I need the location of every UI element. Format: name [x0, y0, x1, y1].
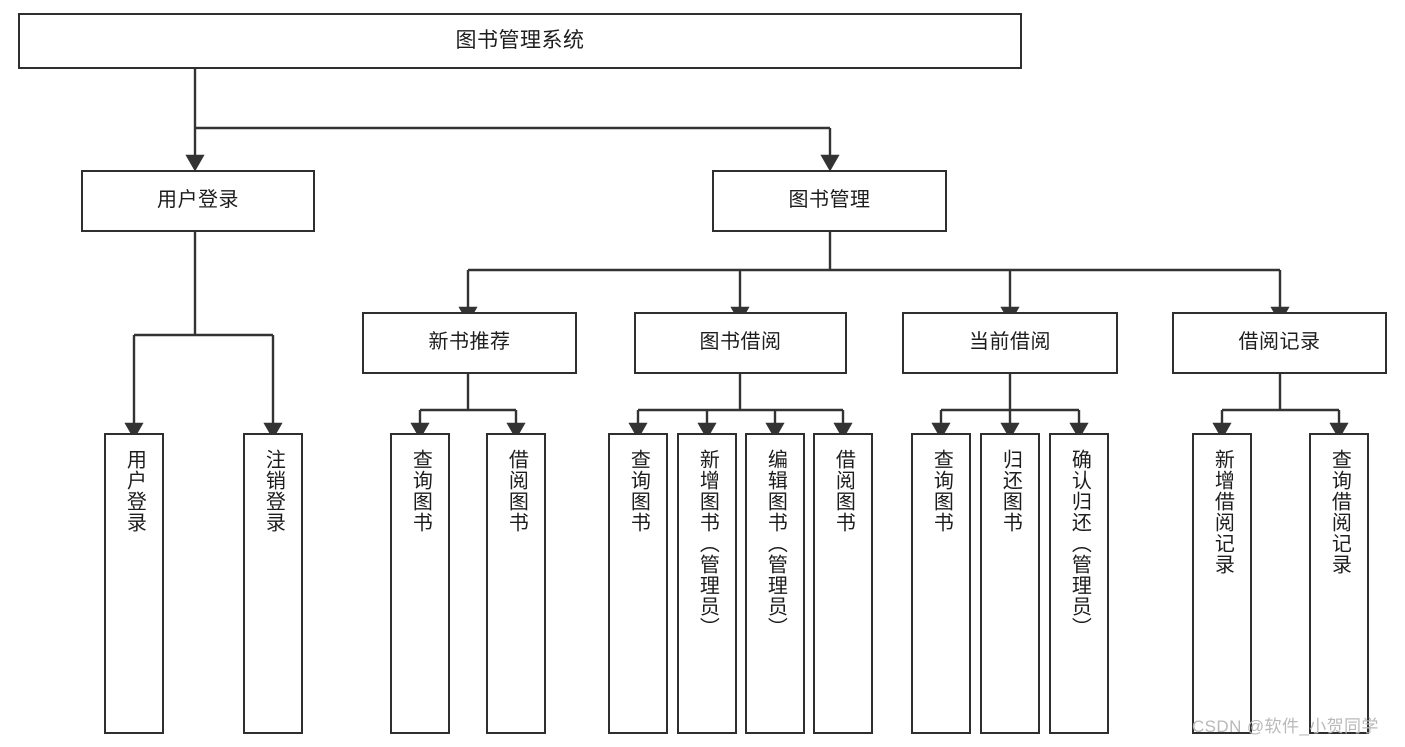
node-book-borrow[interactable]: 图书借阅 [634, 312, 847, 374]
leaf-book-borrow-query-label: 查询图书 [627, 449, 650, 533]
leaf-current-borrow-return[interactable]: 归还图书 [980, 433, 1040, 734]
leaf-book-borrow-borrow[interactable]: 借阅图书 [813, 433, 873, 734]
csdn-watermark: CSDN @软件_小贺同学 [1192, 717, 1379, 736]
leaf-new-book-borrow-label: 借阅图书 [505, 449, 528, 533]
leaf-book-borrow-edit[interactable]: 编辑图书（管理员） [745, 433, 805, 734]
node-borrow-record-label: 借阅记录 [1238, 331, 1321, 354]
node-current-borrow-label: 当前借阅 [969, 331, 1051, 354]
leaf-current-borrow-query-label: 查询图书 [930, 449, 953, 533]
leaf-borrow-record-query-label: 查询借阅记录 [1328, 449, 1351, 575]
node-book-borrow-label: 图书借阅 [699, 331, 782, 354]
node-book-management[interactable]: 图书管理 [712, 170, 947, 232]
node-user-login[interactable]: 用户登录 [81, 170, 315, 232]
leaf-current-borrow-return-label: 归还图书 [999, 449, 1022, 533]
node-root-label: 图书管理系统 [455, 28, 585, 52]
node-root[interactable]: 图书管理系统 [18, 13, 1022, 69]
node-borrow-record[interactable]: 借阅记录 [1172, 312, 1387, 374]
leaf-current-borrow-confirm-return-label: 确认归还（管理员） [1068, 449, 1091, 638]
node-new-book-recommend-label: 新书推荐 [428, 331, 511, 354]
leaf-book-borrow-borrow-label: 借阅图书 [832, 449, 855, 533]
leaf-user-login-login-label: 用户登录 [123, 449, 146, 533]
leaf-current-borrow-query[interactable]: 查询图书 [911, 433, 971, 734]
node-user-login-label: 用户登录 [157, 189, 239, 212]
node-current-borrow[interactable]: 当前借阅 [902, 312, 1118, 374]
leaf-borrow-record-add-label: 新增借阅记录 [1211, 449, 1234, 575]
leaf-borrow-record-query[interactable]: 查询借阅记录 [1309, 433, 1369, 734]
leaf-new-book-borrow[interactable]: 借阅图书 [486, 433, 546, 734]
leaf-user-login-logout[interactable]: 注销登录 [243, 433, 303, 734]
leaf-user-login-logout-label: 注销登录 [262, 449, 285, 533]
leaf-book-borrow-add-label: 新增图书（管理员） [696, 449, 719, 638]
node-book-management-label: 图书管理 [788, 189, 871, 212]
leaf-user-login-login[interactable]: 用户登录 [104, 433, 164, 734]
leaf-borrow-record-add[interactable]: 新增借阅记录 [1192, 433, 1252, 734]
leaf-new-book-query-label: 查询图书 [409, 449, 432, 533]
node-new-book-recommend[interactable]: 新书推荐 [362, 312, 577, 374]
leaf-book-borrow-edit-label: 编辑图书（管理员） [764, 449, 787, 638]
leaf-book-borrow-add[interactable]: 新增图书（管理员） [677, 433, 737, 734]
leaf-book-borrow-query[interactable]: 查询图书 [608, 433, 668, 734]
leaf-new-book-query[interactable]: 查询图书 [390, 433, 450, 734]
leaf-current-borrow-confirm-return[interactable]: 确认归还（管理员） [1049, 433, 1109, 734]
